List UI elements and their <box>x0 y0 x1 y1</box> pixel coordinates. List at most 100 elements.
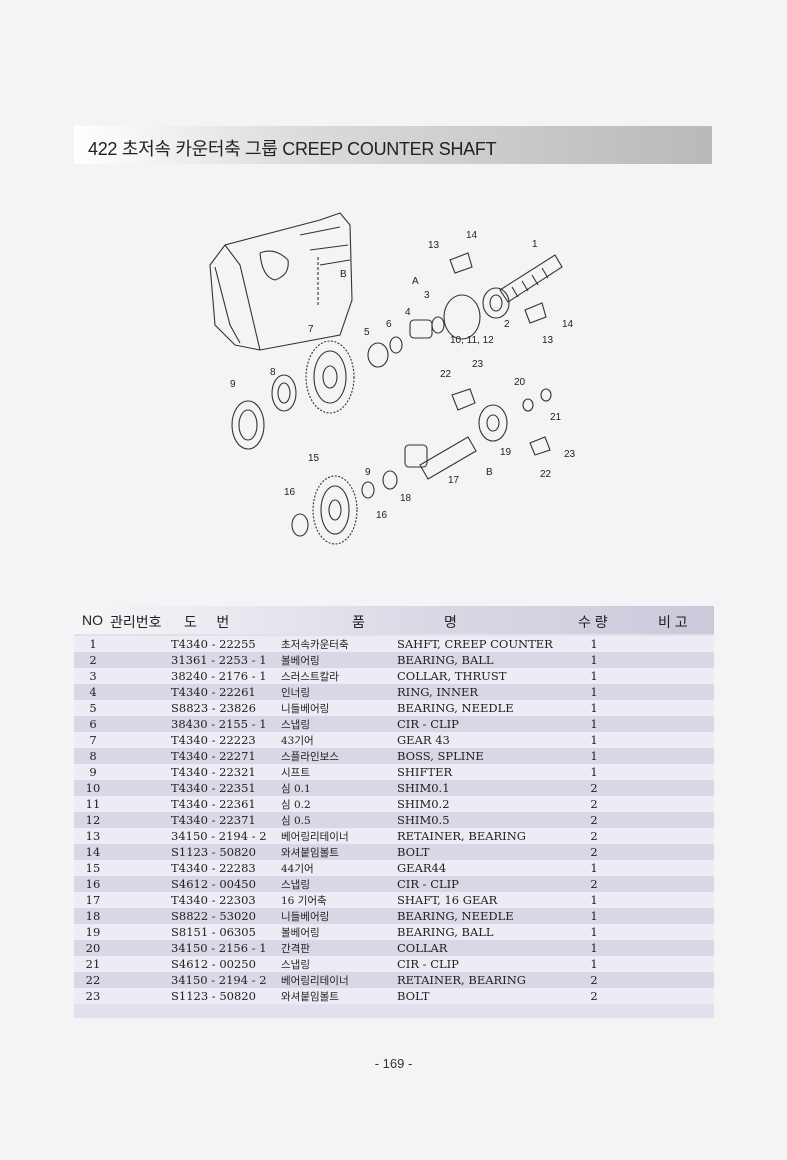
cell-name-english: RETAINER, BEARING <box>397 829 526 843</box>
cell-name-korean: 니들베어링 <box>281 911 330 923</box>
cell-name-english: BEARING, BALL <box>397 925 494 939</box>
callout-label: A <box>412 276 419 287</box>
cell-no: 9 <box>89 765 97 779</box>
callout-label: 13 <box>542 335 554 346</box>
cell-drawing-number: T4340 - 22223 <box>171 733 256 747</box>
cell-quantity: 1 <box>590 941 598 955</box>
cell-name-english: BEARING, BALL <box>397 653 494 667</box>
cell-drawing-number: 34150 - 2156 - 1 <box>171 941 267 955</box>
cell-name-english: COLLAR <box>397 941 448 955</box>
cell-name-korean: 스플라인보스 <box>281 751 339 763</box>
callout-label: 5 <box>364 327 370 338</box>
cell-name-korean: 스냅링 <box>281 719 310 731</box>
cell-drawing-number: S8151 - 06305 <box>171 925 256 939</box>
cell-name-korean: 스냅링 <box>281 879 310 891</box>
cell-drawing-number: T4340 - 22321 <box>171 765 256 779</box>
callout-label: 23 <box>564 449 576 460</box>
cell-quantity: 1 <box>590 861 598 875</box>
cell-quantity: 2 <box>590 989 598 1003</box>
cell-quantity: 1 <box>590 701 598 715</box>
cell-drawing-number: T4340 - 22283 <box>171 861 256 875</box>
callout-label: 14 <box>562 319 574 330</box>
cell-name-english: SAHFT, CREEP COUNTER <box>397 637 553 651</box>
section-title-bar: 422 초저속 카운터축 그룹 CREEP COUNTER SHAFT <box>74 126 712 164</box>
cell-quantity: 1 <box>590 957 598 971</box>
cell-name-korean: 심 0.1 <box>281 783 311 795</box>
cell-quantity: 2 <box>590 813 598 827</box>
cell-name-english: RING, INNER <box>397 685 479 699</box>
callout-label: 14 <box>466 230 478 241</box>
callout-label: 22 <box>540 469 552 480</box>
header-quantity: 수 량 <box>578 614 608 630</box>
callout-label: 13 <box>428 240 440 251</box>
cell-name-korean: 베어링리테이너 <box>281 975 349 987</box>
cell-name-english: CIR - CLIP <box>397 957 459 971</box>
callout-label: 9 <box>365 467 371 478</box>
cell-name-english: BOSS, SPLINE <box>397 749 484 763</box>
callout-label: 23 <box>472 359 484 370</box>
section-title: 422 초저속 카운터축 그룹 CREEP COUNTER SHAFT <box>88 139 497 159</box>
cell-drawing-number: T4340 - 22351 <box>171 781 256 795</box>
cell-no: 21 <box>85 957 101 971</box>
cell-drawing-number: T4340 - 22361 <box>171 797 256 811</box>
callout-label: B <box>340 269 347 280</box>
cell-drawing-number: T4340 - 22261 <box>171 685 256 699</box>
callout-label: 3 <box>424 290 430 301</box>
cell-no: 1 <box>89 637 97 651</box>
table-header: NO 관리번호 도 번 품 명 수 량 비 고 <box>74 606 714 634</box>
header-control-number: 관리번호 <box>110 614 162 630</box>
cell-quantity: 1 <box>590 733 598 747</box>
cell-name-korean: 볼베어링 <box>281 927 320 939</box>
cell-drawing-number: S4612 - 00450 <box>171 877 256 891</box>
callout-label: B <box>486 467 493 478</box>
cell-no: 7 <box>89 733 97 747</box>
cell-no: 17 <box>85 893 101 907</box>
cell-name-korean: 스냅링 <box>281 959 310 971</box>
cell-drawing-number: S8823 - 23826 <box>171 701 256 715</box>
cell-name-korean: 16 기어축 <box>281 895 327 907</box>
cell-name-english: BEARING, NEEDLE <box>397 701 514 715</box>
cell-name-korean: 44기어 <box>281 863 314 875</box>
cell-no: 23 <box>85 989 101 1003</box>
callout-label: 22 <box>440 369 452 380</box>
cell-quantity: 2 <box>590 829 598 843</box>
cell-quantity: 2 <box>590 845 598 859</box>
cell-quantity: 1 <box>590 717 598 731</box>
cell-quantity: 1 <box>590 685 598 699</box>
cell-no: 11 <box>85 797 101 811</box>
cell-drawing-number: S4612 - 00250 <box>171 957 256 971</box>
cell-name-english: CIR - CLIP <box>397 877 459 891</box>
cell-no: 3 <box>89 669 97 683</box>
cell-drawing-number: S1123 - 50820 <box>171 989 256 1003</box>
cell-quantity: 2 <box>590 877 598 891</box>
cell-drawing-number: S8822 - 53020 <box>171 909 256 923</box>
cell-name-korean: 인너링 <box>281 687 310 699</box>
cell-quantity: 2 <box>590 973 598 987</box>
cell-name-korean: 와셔붙임볼트 <box>281 991 339 1003</box>
cell-quantity: 1 <box>590 653 598 667</box>
cell-drawing-number: T4340 - 22303 <box>171 893 256 907</box>
callout-label: 16 <box>284 487 296 498</box>
callout-label: 18 <box>400 493 412 504</box>
cell-drawing-number: S1123 - 50820 <box>171 845 256 859</box>
cell-name-english: BOLT <box>397 989 430 1003</box>
cell-name-korean: 니들베어링 <box>281 703 330 715</box>
callout-label: 2 <box>504 319 510 330</box>
callout-label: 8 <box>270 367 276 378</box>
cell-name-english: BOLT <box>397 845 430 859</box>
cell-no: 10 <box>85 781 101 795</box>
cell-quantity: 2 <box>590 781 598 795</box>
header-name: 명 <box>444 614 457 630</box>
cell-quantity: 1 <box>590 749 598 763</box>
